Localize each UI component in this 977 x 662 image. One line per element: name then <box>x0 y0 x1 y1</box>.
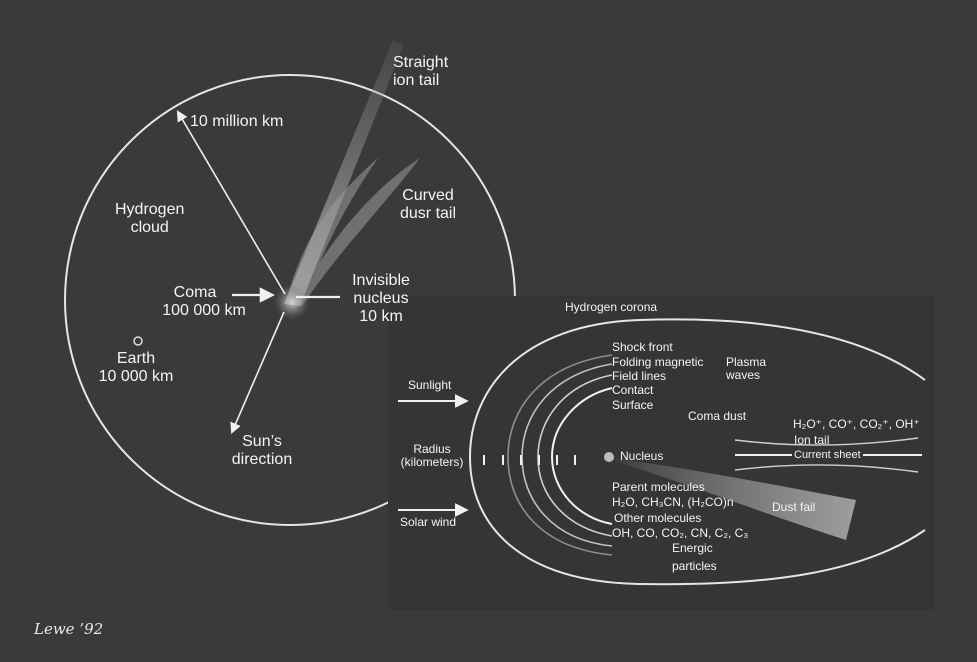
radius-ticks <box>483 455 576 465</box>
scale-10-million-label: 10 million km <box>190 113 284 130</box>
artist-signature: Lewe ’92 <box>34 620 104 638</box>
nucleus-label: Nucleus <box>620 449 664 463</box>
shock-front-label: Shock front <box>612 340 673 354</box>
plasma-waves-label: Plasma waves <box>726 355 767 383</box>
hydrogen-corona-label: Hydrogen corona <box>565 300 658 314</box>
hydrogen-corona-boundary <box>468 318 926 586</box>
radius-unit-line: (kilometers) <box>400 455 464 470</box>
hydrogen-cloud-label: Hydrogen cloud <box>115 201 184 237</box>
straight-ion-tail-line1: Straight <box>393 54 449 71</box>
invisible-nucleus-line2: nucleus <box>353 289 409 307</box>
suns-direction-label: Sun’s direction <box>224 433 300 469</box>
earth-marker <box>133 336 143 346</box>
folding-magnetic-label: Folding magnetic <box>612 355 704 369</box>
dust-tail-label: Dust fail <box>772 500 816 514</box>
suns-direction-line1: Sun’s <box>242 433 282 450</box>
straight-ion-tail-line2: ion tail <box>393 71 440 89</box>
curved-dust-tail-label: Curved dusr tail <box>400 187 456 223</box>
current-sheet-label: Current sheet <box>792 449 863 462</box>
particles-label: particles <box>672 559 717 573</box>
earth-line1: Earth <box>116 350 156 367</box>
hydrogen-cloud-line2: cloud <box>130 218 169 236</box>
field-lines-label: Field lines <box>612 369 667 383</box>
coma-line2: 100 000 km <box>162 301 246 319</box>
earth-label: Earth 10 000 km <box>90 350 182 386</box>
ion-tail-field-lower <box>734 464 919 473</box>
waves-line: waves <box>726 368 761 383</box>
straight-ion-tail-label: Straight ion tail <box>393 54 448 90</box>
radius-arrow-10-million <box>176 110 286 295</box>
invisible-nucleus-line1: Invisible <box>352 272 410 289</box>
radius-line: Radius <box>413 442 451 456</box>
nucleus-dot <box>604 452 614 462</box>
energic-label: Energic <box>672 541 713 555</box>
suns-direction-line2: direction <box>231 450 293 468</box>
curved-dust-tail-line2: dusr tail <box>400 204 457 222</box>
hydrogen-cloud-line1: Hydrogen <box>115 201 185 218</box>
shock-front-arc <box>507 354 613 556</box>
plasma-line: Plasma <box>726 355 767 369</box>
ion-tail-label: Ion tail <box>794 433 830 447</box>
ion-species-label: H₂O⁺, CO⁺, CO₂⁺, OH⁺ <box>793 417 920 431</box>
detail-dust-tail <box>612 458 856 540</box>
curved-dust-tail-line1: Curved <box>402 187 454 204</box>
coma-label: Coma 100 000 km <box>154 284 254 320</box>
ion-tail-field-upper <box>734 437 919 446</box>
coma-glow <box>274 284 310 320</box>
contact-label: Contact <box>612 383 654 397</box>
other-species-label: OH, CO, CO₂, CN, C₂, C₃ <box>612 526 749 540</box>
invisible-nucleus-label: Invisible nucleus 10 km <box>343 272 419 326</box>
coma-line1: Coma <box>173 284 217 301</box>
curved-dust-tail <box>286 158 420 306</box>
sunlight-label: Sunlight <box>408 378 452 392</box>
other-molecules-label: Other molecules <box>614 511 702 525</box>
invisible-nucleus-line3: 10 km <box>359 307 403 325</box>
suns-direction-arrow <box>230 311 285 435</box>
surface-label: Surface <box>612 398 654 412</box>
parent-molecules-label: Parent molecules <box>612 480 705 494</box>
coma-dust-label: Coma dust <box>688 409 747 423</box>
parent-species-label: H₂O, CH₃CN, (H₂CO)n <box>612 495 734 509</box>
solar-wind-label: Solar wind <box>400 515 457 529</box>
earth-line2: 10 000 km <box>98 367 174 385</box>
contact-surface-arc <box>550 387 613 525</box>
radius-label: Radius (kilometers) <box>396 442 468 470</box>
